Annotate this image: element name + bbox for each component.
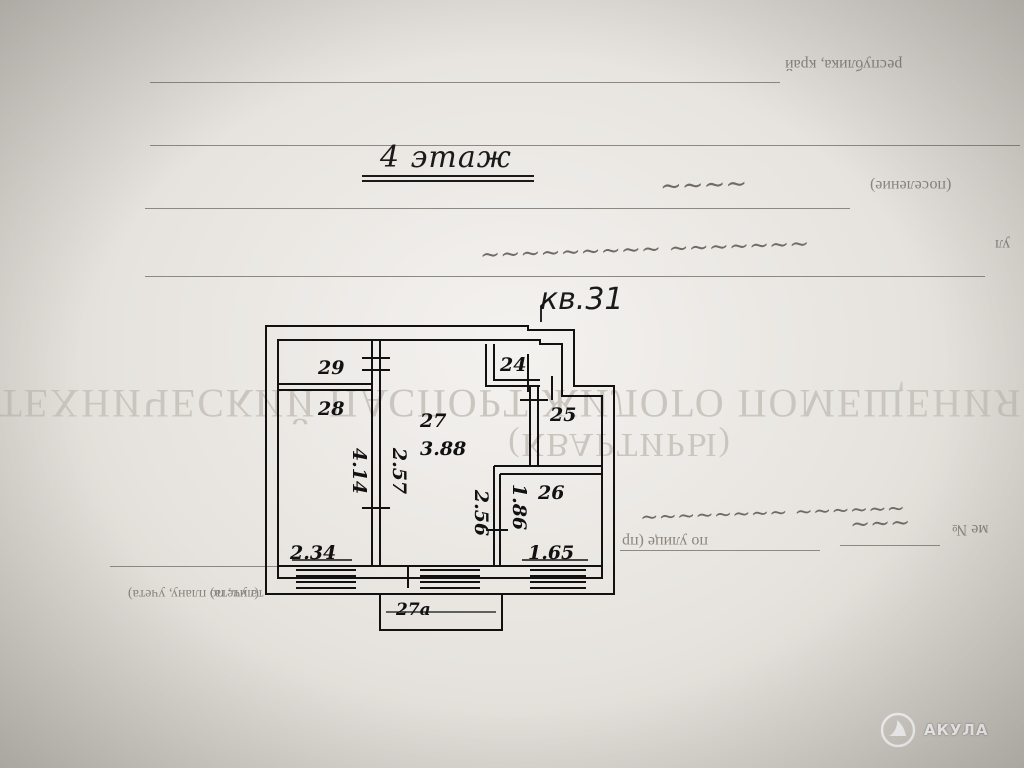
- window-middle: [420, 569, 480, 589]
- room-28-label: 28: [318, 398, 345, 420]
- form-line-3: [145, 208, 850, 209]
- form-line-1: [150, 82, 780, 83]
- dim-165-label: 1.65: [528, 542, 575, 564]
- room-27-label: 27: [420, 410, 447, 432]
- floor-title: 4 этаж: [380, 140, 512, 175]
- floor-title-underline: [362, 175, 534, 177]
- apartment-leader: [540, 295, 553, 322]
- dim-234-label: 2.34: [290, 542, 337, 564]
- form-line-6: [840, 545, 940, 546]
- dim-186-label: 1.86: [508, 483, 531, 531]
- room-24-label: 24: [500, 354, 527, 376]
- room-26-label: 26: [538, 482, 565, 504]
- balcony-27a-label: 27а: [396, 600, 431, 620]
- logo-text: АКУЛА: [924, 721, 989, 739]
- dim-257-label: 2.57: [388, 447, 411, 495]
- room-24-wall-inner: [493, 344, 540, 381]
- room-25-label: 25: [550, 404, 577, 426]
- form-line-5: [110, 566, 280, 567]
- room-29-label: 29: [318, 357, 345, 379]
- balcony-27a: [379, 594, 503, 631]
- outer-wall-outer: [265, 325, 615, 595]
- window-right: [530, 569, 586, 589]
- outer-wall-inner: [277, 339, 603, 579]
- form-line-7: [620, 550, 820, 551]
- form-line-2: [150, 145, 1020, 146]
- dim-388-label: 3.88: [420, 438, 467, 460]
- window-left: [296, 569, 356, 589]
- form-line-4: [145, 276, 985, 277]
- dim-256-label: 2.56: [470, 489, 493, 537]
- apartment-label: кв.31: [540, 282, 624, 317]
- room-24-wall: [485, 344, 540, 387]
- logo: АКУЛА: [880, 712, 989, 748]
- floor-title-underline-2: [362, 180, 534, 182]
- shark-fin-icon: [880, 712, 916, 748]
- dim-414-label: 4.14: [348, 447, 371, 495]
